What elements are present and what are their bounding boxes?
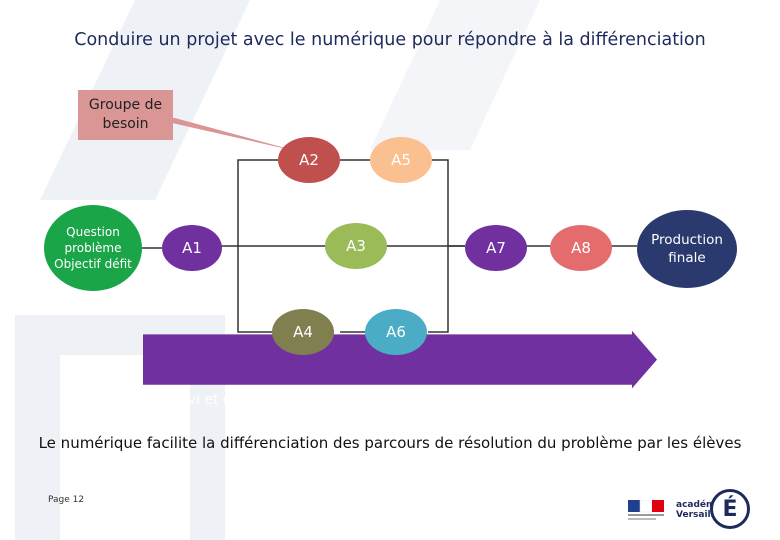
node-question-probleme: Question problème Objectif défit [44, 205, 142, 291]
banner-arrow [143, 330, 657, 389]
banner-suivi: Suivi et gestion des apprentissages coll… [166, 392, 610, 408]
node-a7: A7 [465, 225, 527, 271]
callout-pointer [150, 118, 300, 152]
node-production-finale: Production finale [637, 210, 737, 288]
node-a2: A2 [278, 137, 340, 183]
node-a4: A4 [272, 309, 334, 355]
callout-groupe-de-besoin: Groupe de besoin [78, 90, 173, 140]
node-a3: A3 [325, 223, 387, 269]
republique-francaise-logo [628, 500, 664, 520]
node-a8: A8 [550, 225, 612, 271]
page-number: Page 12 [48, 495, 85, 505]
node-a6: A6 [365, 309, 427, 355]
academie-emblem-icon: É [710, 489, 750, 529]
academie-versailles-logo-text: académie Versailles [676, 500, 726, 520]
node-a1: A1 [162, 225, 222, 271]
node-a5: A5 [370, 137, 432, 183]
footnote-text: Le numérique facilite la différenciation… [38, 434, 742, 452]
page-title: Conduire un projet avec le numérique pou… [74, 30, 706, 50]
